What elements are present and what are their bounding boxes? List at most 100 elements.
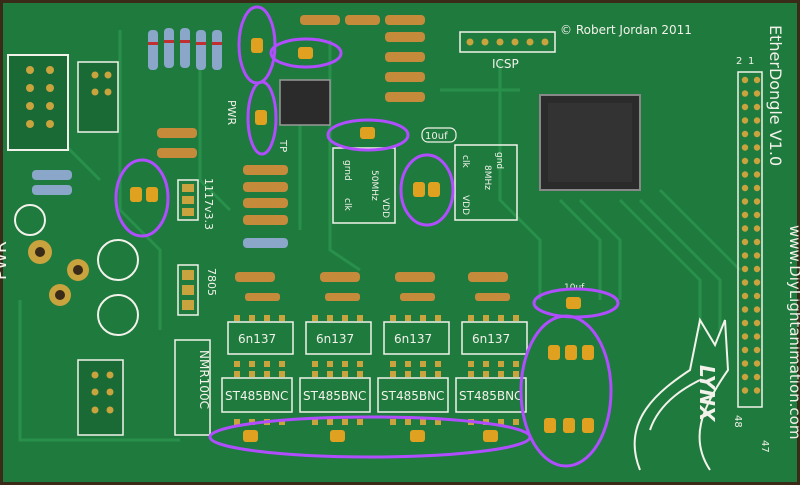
ceramic-capacitors bbox=[130, 38, 594, 442]
regulator-1117 bbox=[177, 179, 199, 221]
ic-pad bbox=[390, 419, 396, 425]
regulator-7805 bbox=[177, 264, 199, 316]
opto-label-1: 6n137 bbox=[238, 332, 276, 346]
lynx-logo-text: LYNX bbox=[695, 365, 719, 423]
header-pad bbox=[741, 360, 749, 367]
ic-pad bbox=[264, 361, 270, 367]
opto-pads bbox=[234, 315, 519, 425]
ic-pad bbox=[420, 371, 426, 377]
header-pad bbox=[753, 103, 761, 111]
header-pad bbox=[741, 373, 749, 381]
header-pad bbox=[753, 346, 761, 354]
ic-pad bbox=[327, 419, 333, 425]
opto-footprints bbox=[221, 321, 528, 413]
ic-pad bbox=[513, 419, 519, 425]
ic-pad bbox=[405, 361, 411, 367]
pin-1-label: 1 bbox=[748, 56, 754, 67]
ic-pad bbox=[342, 419, 348, 425]
header-pad bbox=[753, 144, 761, 151]
tp-label: TP bbox=[277, 139, 288, 152]
ic-pad bbox=[435, 315, 441, 321]
ic-pad bbox=[327, 361, 333, 367]
header-pad bbox=[741, 184, 749, 192]
ic-pad bbox=[327, 315, 333, 321]
ic-pad bbox=[498, 315, 504, 321]
ic-pad bbox=[234, 419, 240, 425]
nmr-converter-footprint bbox=[174, 339, 211, 436]
header-pad bbox=[753, 373, 761, 381]
ic-pad bbox=[435, 361, 441, 367]
header-pad bbox=[741, 76, 749, 84]
driver-label-2: ST485BNC bbox=[303, 389, 366, 403]
osc1-clk: clk bbox=[342, 198, 352, 211]
resistor-bank-top-left bbox=[148, 28, 222, 70]
osc2-clk: clk bbox=[460, 155, 470, 168]
header-pad bbox=[753, 319, 761, 327]
ic-pad bbox=[405, 419, 411, 425]
oscillator-8mhz bbox=[454, 144, 518, 221]
header-pad bbox=[741, 265, 749, 273]
resistor-stack-center bbox=[32, 128, 288, 248]
resistor-row-bottom bbox=[235, 272, 510, 301]
icsp-header bbox=[459, 31, 556, 53]
rj45-jack-bottom bbox=[77, 359, 124, 436]
header-pad bbox=[753, 171, 761, 178]
header-pad bbox=[741, 103, 749, 111]
ic-pad bbox=[498, 361, 504, 367]
header-pad bbox=[753, 360, 761, 367]
header-pad bbox=[753, 157, 761, 165]
ic-pad bbox=[327, 371, 333, 377]
ic-pad bbox=[405, 371, 411, 377]
header-pad bbox=[753, 387, 761, 394]
ic-pad bbox=[279, 419, 285, 425]
ic-pad bbox=[513, 371, 519, 377]
header-pad bbox=[753, 130, 761, 138]
cap-10uf-label: 10uf bbox=[425, 131, 448, 142]
oscillator-50mhz bbox=[332, 147, 396, 224]
header-pad bbox=[741, 198, 749, 205]
osc2-vdd: VDD bbox=[460, 195, 470, 215]
nmr-label: NMR100C bbox=[197, 350, 211, 409]
board-title: EtherDongle V1.0 bbox=[766, 25, 785, 166]
header-pad bbox=[741, 130, 749, 138]
pin-48-label: 48 bbox=[732, 415, 743, 428]
header-pad bbox=[741, 387, 749, 394]
ic-pad bbox=[498, 419, 504, 425]
header-pad bbox=[741, 292, 749, 300]
pad-grid-left bbox=[26, 66, 114, 414]
opto-label-3: 6n137 bbox=[394, 332, 432, 346]
header-pad bbox=[753, 211, 761, 219]
header-pad bbox=[753, 252, 761, 259]
gpio-header-pads bbox=[741, 76, 761, 394]
ethernet-controller-chip bbox=[279, 79, 331, 126]
header-pad bbox=[741, 319, 749, 327]
header-pad bbox=[741, 306, 749, 313]
header-pad bbox=[753, 265, 761, 273]
resistor-column-top bbox=[300, 15, 425, 102]
header-pad bbox=[753, 333, 761, 340]
header-pad bbox=[741, 238, 749, 246]
ic-pad bbox=[435, 371, 441, 377]
header-pad bbox=[741, 279, 749, 286]
header-pad bbox=[741, 144, 749, 151]
opto-label-2: 6n137 bbox=[316, 332, 354, 346]
cap-10uf-top bbox=[421, 127, 457, 143]
lynx-logo bbox=[633, 317, 730, 471]
ic-pad bbox=[513, 315, 519, 321]
ic-pad bbox=[420, 315, 426, 321]
header-pad bbox=[741, 225, 749, 232]
ic-pad bbox=[234, 371, 240, 377]
ic-pad bbox=[234, 315, 240, 321]
ic-pad bbox=[357, 315, 363, 321]
header-pad bbox=[741, 90, 749, 97]
ic-pad bbox=[468, 361, 474, 367]
ic-pad bbox=[420, 419, 426, 425]
header-pad bbox=[741, 333, 749, 340]
osc1-freq: 50MHz bbox=[369, 170, 379, 201]
url-text: www.DiyLightanimation.com bbox=[786, 225, 800, 439]
header-pad bbox=[753, 225, 761, 232]
gpio-header-right bbox=[737, 71, 763, 408]
ic-pad bbox=[312, 419, 318, 425]
pwr-left-label: PWR bbox=[0, 241, 11, 280]
